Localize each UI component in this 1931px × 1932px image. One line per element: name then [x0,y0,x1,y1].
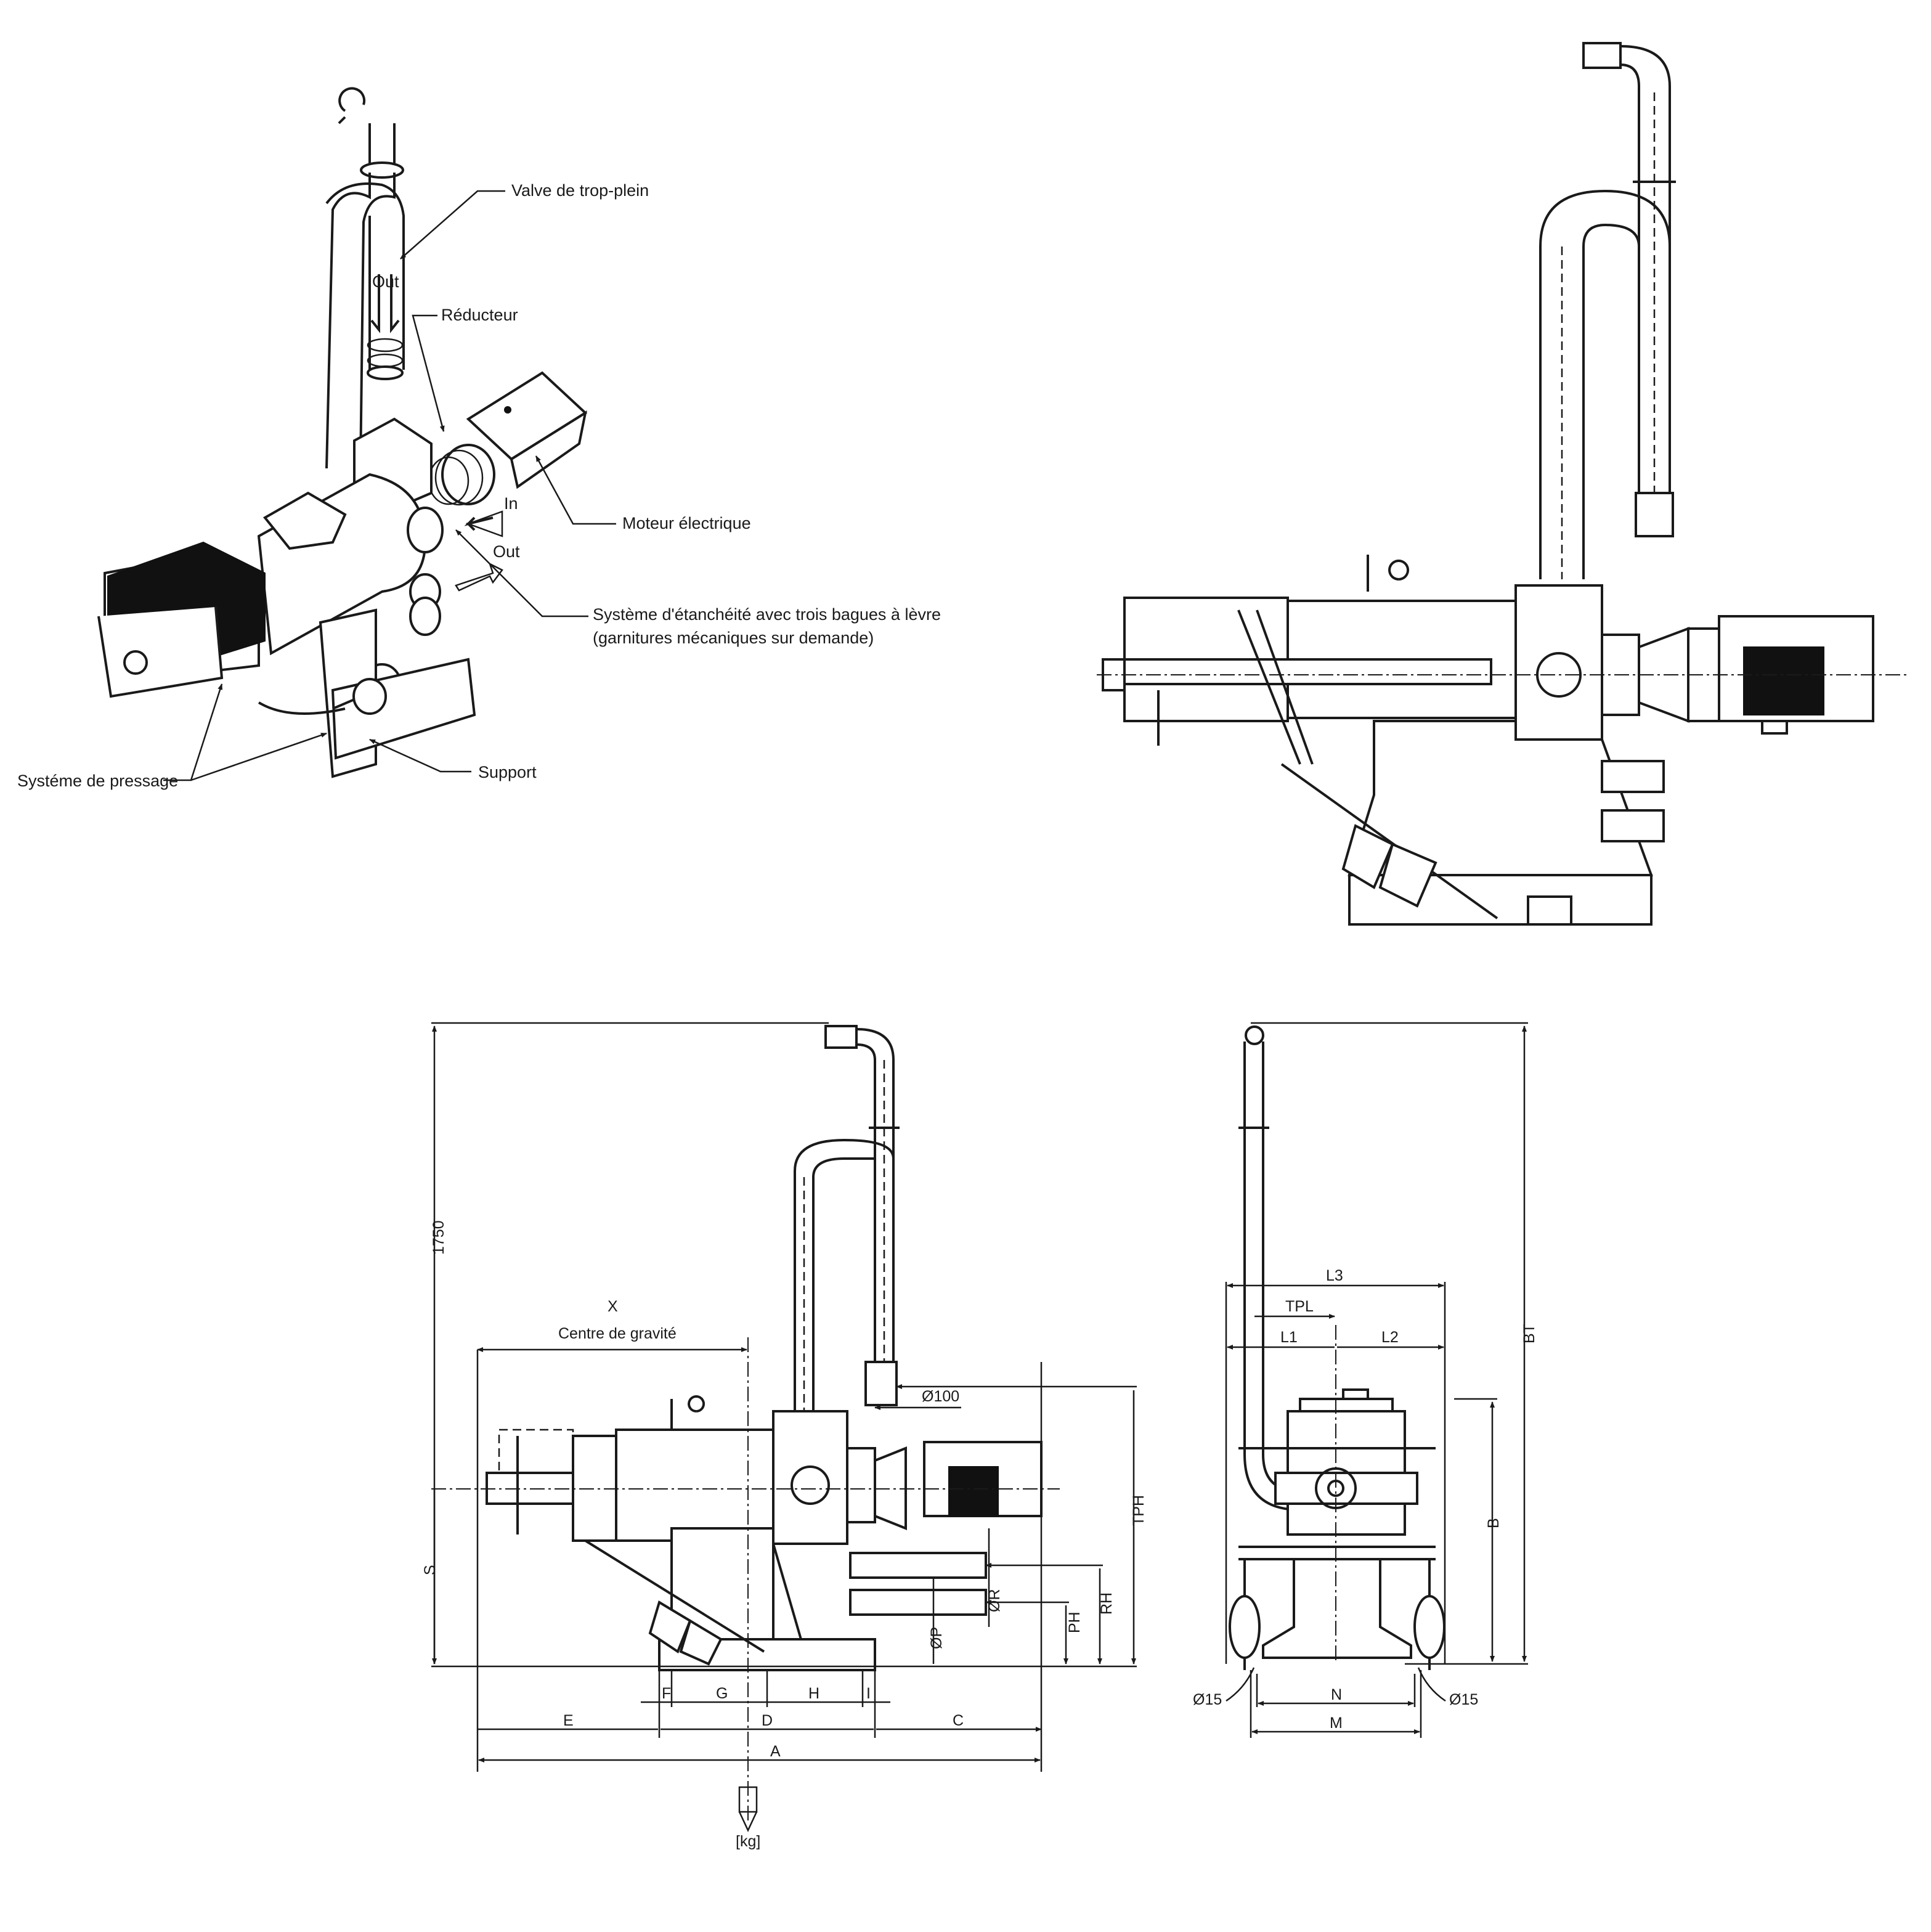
dim-g: G [716,1685,728,1702]
dim-l1: L1 [1280,1329,1298,1346]
isometric-view: Valve de trop-plein Out Réducteur In Mot… [17,87,941,790]
dim-m: M [1330,1714,1343,1732]
end-view: L3 TPL L1 L2 BT B Ø15 Ø15 N M [1193,1022,1538,1738]
dim-ph: PH [1066,1612,1083,1633]
dim-dia-p: ØP [928,1627,945,1649]
dim-bt: BT [1521,1324,1538,1343]
dim-h: H [808,1685,819,1702]
dim-c: C [953,1712,964,1729]
label-sealing-note: (garnitures mécaniques sur demande) [593,629,874,647]
label-overflow-valve: Valve de trop-plein [511,181,649,200]
dim-rh: RH [1098,1592,1115,1615]
dim-n: N [1331,1686,1342,1703]
dim-centre-gravity: Centre de gravité [558,1325,677,1342]
dim-e: E [563,1712,574,1729]
dim-i: I [866,1685,871,1702]
dim-b: B [1485,1518,1502,1528]
dim-dia-15-left: Ø15 [1193,1691,1222,1708]
label-sealing-system: Système d'étanchéité avec trois bagues à… [593,605,941,624]
label-out-side: Out [493,542,520,561]
label-reducer: Réducteur [441,306,518,324]
dim-l2: L2 [1381,1329,1399,1346]
dim-dia-15-right: Ø15 [1449,1691,1478,1708]
front-view: 1750 X Centre de gravité Ø100 TPH S ØR R… [421,1022,1147,1850]
dim-dia-r: ØR [986,1589,1003,1613]
label-out-top: Out [372,272,399,291]
dim-d: D [762,1712,773,1729]
label-support: Support [478,763,537,781]
dim-tpl: TPL [1285,1298,1314,1315]
dim-x: X [608,1298,618,1315]
dim-a: A [770,1743,781,1760]
iso-overflow-pipe [325,87,405,469]
iso-leader-lines [163,190,616,781]
dim-f: F [662,1685,671,1702]
iso-flow-arrows [455,510,503,592]
dim-kg: [kg] [736,1833,760,1850]
label-motor: Moteur électrique [622,514,751,532]
side-view [1097,42,1910,926]
iso-motor [428,371,588,506]
label-press-system: Systéme de pressage [17,772,178,790]
dim-tph: TPH [1130,1495,1147,1526]
dim-l3: L3 [1326,1267,1343,1284]
iso-body [97,417,476,778]
label-inlet: In [504,494,518,513]
dim-height-1750: 1750 [430,1220,447,1255]
dim-s: S [421,1565,439,1575]
dim-dia-100: Ø100 [922,1388,959,1405]
